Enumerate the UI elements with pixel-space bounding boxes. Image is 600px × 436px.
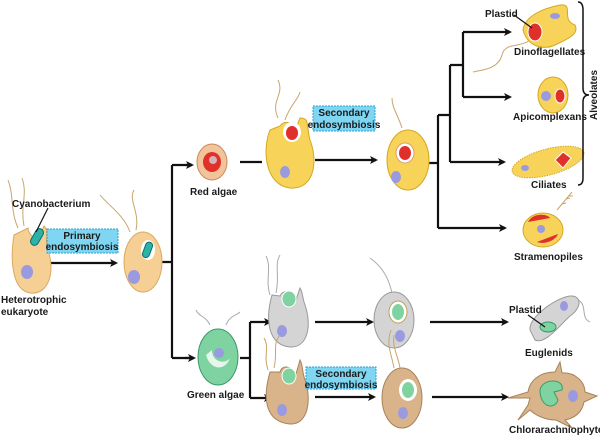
secondary-red-label-line1: Secondary xyxy=(318,108,370,119)
secondary-red-plastid-cell xyxy=(386,97,430,191)
euglenid-cell xyxy=(529,295,591,342)
secondary-green-label-line2: endosymbiosis xyxy=(305,380,378,391)
chlorarachniophytes-label: Chlorarachniophytes xyxy=(509,425,600,436)
dinoflagellates-label: Dinoflagellates xyxy=(514,47,586,58)
heterotrophic-eukaryote-cell xyxy=(7,177,52,294)
plastid-pointer-euglenid xyxy=(527,314,546,328)
apicomplexans-label: Apicomplexans xyxy=(513,112,587,123)
alveolates-brace xyxy=(577,1,590,186)
secondary-endosymbiosis-box-red xyxy=(312,105,376,132)
stramenopiles-label: Stramenopiles xyxy=(514,252,583,263)
ciliate-cell xyxy=(511,145,585,179)
red-algae-cell xyxy=(196,143,228,181)
branch-primary xyxy=(162,163,191,360)
green-algae-label: Green algae xyxy=(187,390,245,401)
heterotrophic-label-line1: Heterotrophic xyxy=(1,295,67,306)
branch-alveolates xyxy=(428,32,465,228)
alveolates-label: Alveolates xyxy=(589,70,600,120)
ciliates-label: Ciliates xyxy=(531,180,567,191)
primary-label-line2: endosymbiosis xyxy=(46,242,119,253)
connector-lines xyxy=(50,28,512,402)
red-algae-label: Red algae xyxy=(190,187,238,198)
plastid-label-dino: Plastid xyxy=(485,9,518,20)
gray-host-cell xyxy=(265,254,309,348)
cyanobacterium-pointer xyxy=(35,207,49,233)
branch-green xyxy=(240,322,252,398)
primary-label-line1: Primary xyxy=(63,231,101,242)
secondary-endosymbiosis-box-green xyxy=(305,366,377,390)
stramenopile-cell xyxy=(522,191,573,248)
cyanobacterium-label: Cyanobacterium xyxy=(12,199,90,210)
apicomplexan-cell xyxy=(537,76,569,114)
euglenids-label: Euglenids xyxy=(525,348,573,359)
secondary-red-label-line2: endosymbiosis xyxy=(308,120,381,131)
secondary-green-brown-cell xyxy=(381,329,423,429)
cyanobacterium-icon xyxy=(30,228,44,246)
green-algae-cell xyxy=(195,309,241,386)
secondary-green-gray-cell xyxy=(369,257,415,349)
secondary-green-label-line1: Secondary xyxy=(315,369,367,380)
brown-host-cell xyxy=(263,334,309,425)
primary-plastid-cell xyxy=(99,189,163,293)
plastid-label-euglenid: Plastid xyxy=(509,305,542,316)
chlorarachniophyte-cell xyxy=(507,360,599,429)
host-cell-engulfing-red-alga xyxy=(265,79,315,189)
primary-endosymbiosis-box xyxy=(46,228,119,254)
plastid-pointer-dino xyxy=(513,14,533,29)
heterotrophic-label-line2: eukaryote xyxy=(1,307,49,318)
